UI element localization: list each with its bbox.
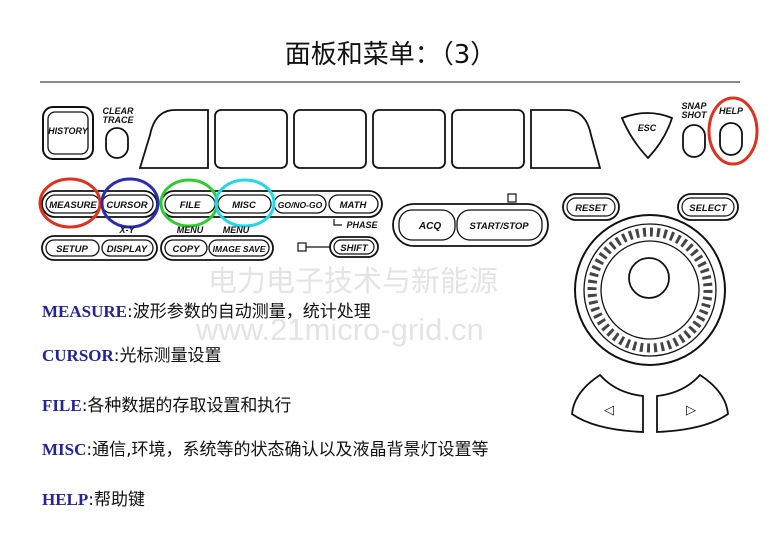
help-highlight-circle — [707, 96, 759, 166]
description-text: 波形参数的自动测量，统计处理 — [132, 302, 371, 322]
watermark-chinese: 电力电子技术与新能源 — [208, 264, 499, 298]
left-arrow-button[interactable]: ◁ — [571, 373, 644, 433]
soft-key-2[interactable] — [214, 109, 288, 169]
history-button[interactable]: HISTORY — [42, 106, 94, 160]
description-separator: : — [113, 346, 120, 366]
description-key: MEASURE — [42, 302, 128, 321]
clear-trace-label-1: CLEAR — [103, 106, 134, 116]
soft-key-3[interactable] — [293, 109, 367, 169]
help-label: HELP — [719, 106, 744, 116]
clear-trace-label-2: TRACE — [103, 115, 135, 125]
esc-label: ESC — [638, 123, 657, 133]
snap-shot-button[interactable]: SNAP SHOT — [681, 101, 708, 158]
misc-highlight-circle — [214, 178, 276, 228]
soft-key-6[interactable] — [530, 109, 602, 169]
page-title: 面板和菜单：（3） — [284, 40, 497, 70]
display-label: DISPLAY — [107, 244, 149, 255]
snap-shot-label-1: SNAP — [681, 101, 707, 111]
setup-button[interactable]: SETUP — [45, 239, 100, 257]
soft-key-5[interactable] — [451, 109, 525, 169]
copy-button[interactable]: COPY — [164, 239, 208, 257]
reset-label: RESET — [575, 203, 608, 214]
phase-bracket — [333, 219, 342, 226]
display-button[interactable]: DISPLAY — [101, 239, 154, 257]
select-button[interactable]: SELECT — [677, 193, 739, 221]
file-menu-label: MENU — [177, 225, 204, 235]
phase-label: PHASE — [346, 220, 378, 230]
description-separator: : — [127, 302, 133, 322]
description-text: 帮助键 — [94, 490, 146, 510]
description-help: HELP:帮助键 — [42, 485, 145, 510]
description-key: CURSOR — [42, 346, 114, 365]
clear-trace-button[interactable]: CLEAR TRACE — [103, 106, 135, 159]
left-arrow-icon: ◁ — [604, 403, 614, 418]
title-divider — [40, 81, 740, 83]
cursor-highlight-circle — [100, 177, 160, 229]
snap-shot-label-2: SHOT — [681, 110, 708, 120]
help-button[interactable]: HELP — [719, 106, 744, 156]
cursor-button[interactable]: CURSOR — [101, 194, 154, 214]
acq-button[interactable]: ACQ — [398, 209, 456, 241]
right-arrow-icon: ▷ — [686, 403, 696, 418]
xy-label: X-Y — [118, 225, 135, 235]
measure-label: MEASURE — [49, 200, 97, 211]
description-key: FILE — [42, 396, 82, 415]
description-file: FILE:各种数据的存取设置和执行 — [42, 391, 291, 416]
image-save-button[interactable]: IMAGE SAVE — [208, 239, 270, 257]
soft-key-1[interactable] — [138, 109, 209, 169]
description-key: MISC — [42, 440, 87, 459]
jog-dial-knob[interactable] — [628, 257, 670, 299]
shift-button[interactable]: SHIFT — [297, 236, 379, 258]
jog-dial[interactable] — [574, 214, 726, 366]
description-key: HELP — [42, 490, 89, 509]
description-misc: MISC:通信,环境，系统等的状态确认以及液晶背景灯设置等 — [42, 435, 489, 460]
math-button[interactable]: MATH — [328, 194, 379, 214]
description-cursor: CURSOR:光标测量设置 — [42, 341, 222, 366]
go-no-go-button[interactable]: GO/NO-GO — [273, 194, 327, 214]
image-save-label: IMAGE SAVE — [213, 244, 266, 254]
start-stop-indicator — [507, 193, 517, 203]
description-separator: : — [81, 396, 88, 416]
soft-keys — [138, 109, 602, 169]
shift-label: SHIFT — [340, 243, 369, 254]
select-label: SELECT — [689, 203, 728, 214]
start-stop-button[interactable]: START/STOP — [456, 209, 543, 241]
description-text: 光标测量设置 — [119, 346, 222, 366]
history-label: HISTORY — [48, 126, 89, 136]
description-measure: MEASURE:波形参数的自动测量，统计处理 — [42, 297, 371, 322]
right-arrow-button[interactable]: ▷ — [656, 373, 729, 433]
copy-label: COPY — [173, 244, 202, 255]
measure-highlight-circle — [38, 177, 102, 229]
description-separator: : — [88, 490, 95, 510]
soft-key-4[interactable] — [372, 109, 446, 169]
start-stop-label: START/STOP — [469, 221, 529, 232]
description-separator: : — [86, 440, 93, 460]
setup-label: SETUP — [56, 244, 88, 255]
acq-label: ACQ — [418, 221, 441, 232]
description-text: 通信,环境，系统等的状态确认以及液晶背景灯设置等 — [92, 440, 489, 460]
misc-label: MISC — [232, 200, 256, 211]
file-button[interactable]: FILE — [164, 194, 216, 214]
math-label: MATH — [340, 200, 368, 211]
file-label: FILE — [180, 200, 201, 211]
description-text: 各种数据的存取设置和执行 — [87, 396, 292, 416]
reset-button[interactable]: RESET — [562, 193, 620, 221]
misc-button[interactable]: MISC — [217, 194, 272, 214]
measure-button[interactable]: MEASURE — [45, 194, 101, 214]
cursor-label: CURSOR — [106, 200, 147, 211]
go-no-go-label: GO/NO-GO — [278, 200, 323, 210]
esc-button[interactable]: ESC — [620, 112, 674, 160]
shift-indicator — [297, 242, 307, 252]
watermark-url: www.21micro-grid.cn — [196, 312, 484, 347]
misc-menu-label: MENU — [223, 225, 250, 235]
